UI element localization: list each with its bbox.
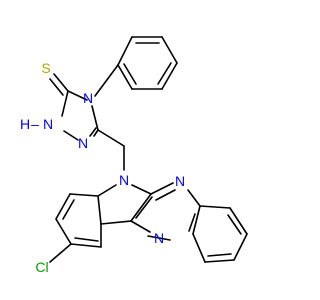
bond [130,193,152,222]
bond [233,233,248,261]
bond [62,199,75,220]
nh-dash-label: – [31,116,39,132]
bond [53,73,69,92]
bond [55,218,72,245]
bond [70,243,102,248]
bond-lines [49,36,248,263]
bond [155,189,176,201]
bond [74,237,99,242]
bond [227,214,242,235]
nh-nitrogen-label: N [43,116,53,132]
bond [89,127,97,137]
bond [93,129,99,137]
bond [188,213,196,232]
bond [117,64,133,90]
pyrazine-nitrogen-top-label: N [175,173,185,189]
bond [207,253,232,257]
pyrazine-nitrogen-bottom-label: N [154,230,164,246]
bond [49,78,64,96]
indole-nitrogen-label: N [119,172,129,188]
bond [97,129,125,147]
chlorine-atom-label: Cl [35,259,48,275]
bond [97,184,117,197]
bond [150,182,174,195]
bond [204,259,235,263]
bond [69,193,99,197]
bond [97,195,102,225]
bond [192,233,206,263]
bond [63,130,79,141]
bond [147,235,171,241]
bond [49,243,72,263]
structure-canvas: S H – N N N N N N Cl [19,36,248,275]
sulfur-atom-label: S [41,60,50,76]
bond [199,205,231,209]
bond [157,62,172,85]
nh-hydrogen-label: H [20,116,30,132]
triazole-n4-label: N [83,90,93,106]
bond [131,184,152,195]
bond [161,62,178,90]
molecule-drawing: S H – N N N N N N Cl [20,36,248,275]
bond [55,193,71,220]
bond [94,64,119,97]
bond [100,220,132,225]
bond [229,207,248,235]
bond [61,90,69,117]
bond [123,63,137,85]
bond [187,189,201,207]
bond [67,90,88,101]
bond [192,205,201,235]
bond [135,196,153,219]
atom-labels: S H – N N N N N N Cl [20,60,185,275]
bond [91,105,99,131]
bond [130,220,151,233]
triazole-n2-label: N [78,135,88,151]
bond [117,36,133,66]
bond [161,36,178,64]
